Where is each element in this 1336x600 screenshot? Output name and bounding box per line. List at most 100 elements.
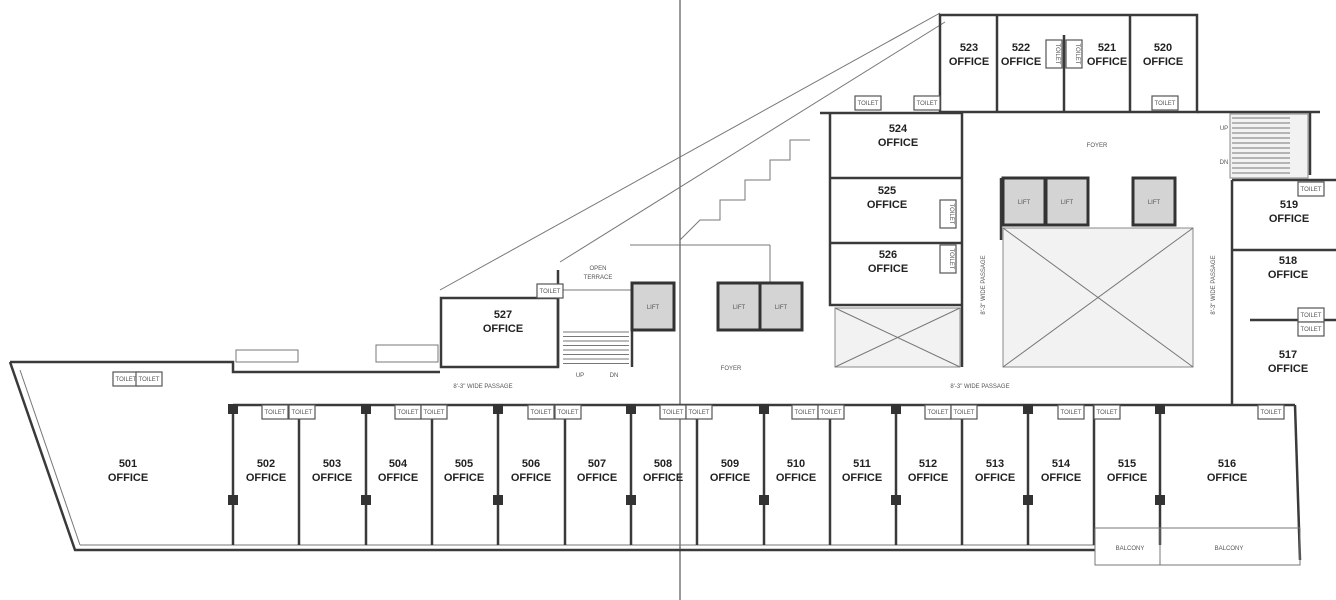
toilet — [554, 404, 582, 420]
column — [1155, 404, 1165, 414]
toilet-label: TOILET — [689, 410, 710, 416]
office-526-label: OFFICE — [868, 263, 908, 275]
office-521-number: 521 — [1098, 42, 1116, 54]
foyer-label: FOYER — [1087, 143, 1108, 149]
toilet-label: TOILET — [1061, 410, 1082, 416]
office-513-number: 513 — [986, 458, 1004, 470]
lift-label: LIFT — [1148, 200, 1161, 206]
lift-shaft — [1131, 176, 1177, 227]
toilet — [261, 404, 289, 420]
office-503-number: 503 — [323, 458, 341, 470]
office-506-label: OFFICE — [511, 472, 551, 484]
column — [493, 495, 503, 505]
office-504-number: 504 — [389, 458, 408, 470]
toilet-label: TOILET — [540, 289, 561, 295]
column — [626, 495, 636, 505]
office-509-label: OFFICE — [710, 472, 750, 484]
toilet — [817, 404, 845, 420]
toilet-label: TOILET — [858, 101, 879, 107]
passage-label: 8'-3" WIDE PASSAGE — [1211, 255, 1217, 314]
office-510-label: OFFICE — [776, 472, 816, 484]
lift-label: LIFT — [775, 305, 788, 311]
lift-shaft — [1001, 176, 1047, 227]
office-526-number: 526 — [879, 249, 897, 261]
office-515-label: OFFICE — [1107, 472, 1147, 484]
toilet — [420, 404, 448, 420]
toilet — [1297, 321, 1325, 337]
office-510-number: 510 — [787, 458, 805, 470]
office-525-label: OFFICE — [867, 199, 907, 211]
office-521-label: OFFICE — [1087, 56, 1127, 68]
passage-label: 8'-3" WIDE PASSAGE — [950, 384, 1009, 390]
office-522-label: OFFICE — [1001, 56, 1041, 68]
toilet-label: TOILET — [1301, 187, 1322, 193]
office-506-number: 506 — [522, 458, 540, 470]
toilet-label: TOILET — [954, 410, 975, 416]
lift-label: LIFT — [647, 305, 660, 311]
stair-down-label: DN — [610, 373, 619, 379]
office-501-label: OFFICE — [108, 472, 148, 484]
column — [228, 404, 238, 414]
office-516-number: 516 — [1218, 458, 1236, 470]
toilet-label: TOILET — [424, 410, 445, 416]
office-524-label: OFFICE — [878, 137, 918, 149]
open-terrace-label: TERRACE — [584, 275, 613, 281]
toilet — [536, 283, 564, 299]
toilet-label: TOILET — [1097, 410, 1118, 416]
column — [1155, 495, 1165, 505]
office-512-label: OFFICE — [908, 472, 948, 484]
office-512-number: 512 — [919, 458, 937, 470]
office-507-label: OFFICE — [577, 472, 617, 484]
column — [759, 404, 769, 414]
toilet — [1093, 404, 1121, 420]
office-516-label: OFFICE — [1207, 472, 1247, 484]
toilet-label: TOILET — [917, 101, 938, 107]
column — [361, 404, 371, 414]
column — [1023, 495, 1033, 505]
column — [493, 404, 503, 414]
toilet-label: TOILET — [795, 410, 816, 416]
column — [1023, 404, 1033, 414]
toilet — [854, 95, 882, 111]
open-terrace-label: OPEN — [589, 266, 606, 272]
foyer-label: FOYER — [721, 366, 742, 372]
toilet-label: TOILET — [948, 204, 954, 225]
office-502-number: 502 — [257, 458, 275, 470]
toilet-label: TOILET — [928, 410, 949, 416]
lift-label: LIFT — [1061, 200, 1074, 206]
walls — [8, 0, 1336, 600]
lift-shaft — [630, 281, 676, 332]
toilet-label: TOILET — [948, 249, 954, 270]
office-517-label: OFFICE — [1268, 363, 1308, 375]
column — [891, 495, 901, 505]
office-527-number: 527 — [494, 309, 512, 321]
lift-label: LIFT — [1018, 200, 1031, 206]
toilet-label: TOILET — [292, 410, 313, 416]
column — [361, 495, 371, 505]
toilet — [1065, 39, 1083, 69]
toilet-label: TOILET — [1261, 410, 1282, 416]
toilet-label: TOILET — [139, 377, 160, 383]
toilet — [913, 95, 941, 111]
office-505-number: 505 — [455, 458, 473, 470]
toilet — [135, 371, 163, 387]
office-519-label: OFFICE — [1269, 213, 1309, 225]
toilet-label: TOILET — [1155, 101, 1176, 107]
office-515-number: 515 — [1118, 458, 1136, 470]
office-523-number: 523 — [960, 42, 978, 54]
office-525-number: 525 — [878, 185, 896, 197]
office-508-label: OFFICE — [643, 472, 683, 484]
balcony-label: BALCONY — [1116, 546, 1145, 552]
toilets: TOILET TOILET TOILET TOILET TOILET TOILET TOIL… — [112, 39, 1325, 420]
toilet — [1151, 95, 1179, 111]
office-527-label: OFFICE — [483, 323, 523, 335]
office-507-number: 507 — [588, 458, 606, 470]
toilet — [1257, 404, 1285, 420]
toilet-label: TOILET — [821, 410, 842, 416]
toilet-label: TOILET — [663, 410, 684, 416]
office-509-number: 509 — [721, 458, 739, 470]
balcony-label: BALCONY — [1215, 546, 1244, 552]
office-511-label: OFFICE — [842, 472, 882, 484]
toilet — [1297, 181, 1325, 197]
